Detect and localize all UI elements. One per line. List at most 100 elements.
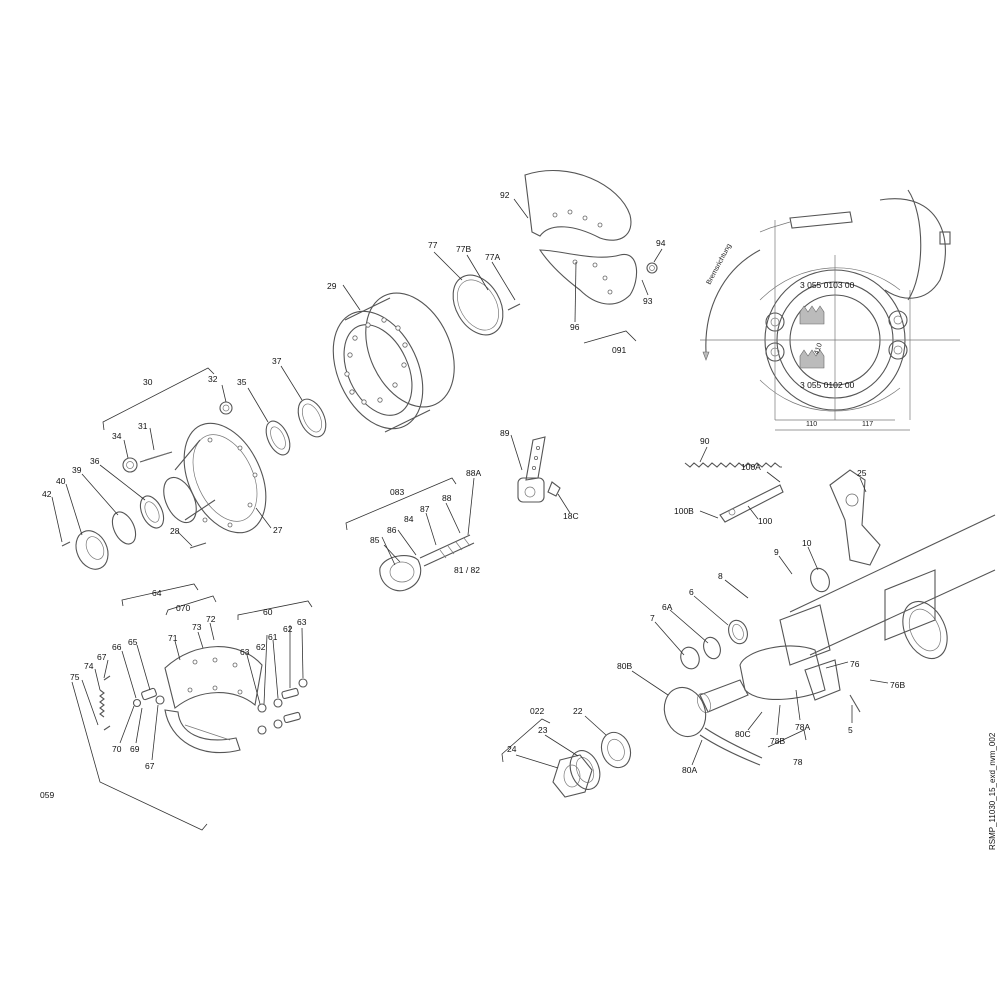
callout-7: 7 xyxy=(650,613,655,623)
axle-spindle xyxy=(697,604,841,713)
callout-070: 070 xyxy=(176,603,190,613)
callout-34: 34 xyxy=(112,431,122,441)
stud-31 xyxy=(139,451,173,463)
inset-part-number-top: 3 055 0103 00 xyxy=(800,280,855,290)
bearing-36 xyxy=(139,495,165,529)
callout-35: 35 xyxy=(237,377,247,387)
callout-100a: 100A xyxy=(741,462,761,472)
callout-059: 059 xyxy=(40,790,54,800)
wheel-hub-27 xyxy=(163,422,267,534)
callout-60: 60 xyxy=(263,607,273,617)
callout-9: 9 xyxy=(774,547,779,557)
callout-90: 90 xyxy=(700,436,710,446)
pin-28 xyxy=(189,542,207,549)
inset-dim-center: 410 xyxy=(813,342,824,355)
nut-32 xyxy=(219,401,233,415)
nut-94 xyxy=(646,262,658,274)
lever-100 xyxy=(719,484,784,523)
callout-88: 88 xyxy=(442,493,452,503)
washer-23 xyxy=(569,750,601,790)
backing-plate-92 xyxy=(524,170,638,305)
callout-76b: 76B xyxy=(890,680,905,690)
drawing-id: RSMP_11030_15_exd_nvm_002 xyxy=(988,732,997,850)
callout-64: 64 xyxy=(152,588,162,598)
callout-8: 8 xyxy=(718,571,723,581)
callout-labels: 92 77 77B 77A 94 93 96 091 29 30 32 35 3… xyxy=(40,190,905,800)
inset-dim-right: 117 xyxy=(862,421,873,428)
cam-85 xyxy=(379,555,422,592)
callout-80a: 80A xyxy=(682,765,697,775)
callout-22: 22 xyxy=(573,706,583,716)
callout-091: 091 xyxy=(612,345,626,355)
callout-67-lower: 67 xyxy=(145,761,155,771)
callout-86: 86 xyxy=(387,525,397,535)
callout-94: 94 xyxy=(656,238,666,248)
callout-62-right: 62 xyxy=(283,624,293,634)
callout-28: 28 xyxy=(170,526,180,536)
callout-84: 84 xyxy=(404,514,414,524)
ring-6a xyxy=(703,636,721,660)
callout-100: 100 xyxy=(758,516,772,526)
springs-74-75 xyxy=(99,675,111,731)
axle-beam xyxy=(789,514,996,660)
callout-78b: 78B xyxy=(770,736,785,746)
callout-77b: 77B xyxy=(456,244,471,254)
callout-39: 39 xyxy=(72,465,82,475)
callout-92: 92 xyxy=(500,190,510,200)
bushing-10 xyxy=(810,567,830,593)
callout-67-upper: 67 xyxy=(97,652,107,662)
brake-drum-29 xyxy=(332,292,455,433)
callout-65: 65 xyxy=(128,637,138,647)
callout-37: 37 xyxy=(272,356,282,366)
callout-083: 083 xyxy=(390,487,404,497)
callout-81-82: 81 / 82 xyxy=(454,565,480,575)
inset-rotation-label: Bremsrichtung xyxy=(706,243,733,286)
brake-shoe-upper-71 xyxy=(164,646,263,709)
callout-63-right: 63 xyxy=(297,617,307,627)
bracket-25 xyxy=(829,469,881,566)
bolt-5 xyxy=(849,694,861,713)
callout-61: 61 xyxy=(268,632,278,642)
callout-30: 30 xyxy=(143,377,153,387)
rollers-62-63 xyxy=(257,678,308,735)
brake-shoe-lower xyxy=(164,709,241,754)
camshaft-81-82 xyxy=(419,534,475,567)
callout-72: 72 xyxy=(206,614,216,624)
callout-93: 93 xyxy=(643,296,653,306)
callout-80b: 80B xyxy=(617,661,632,671)
callout-78a: 78A xyxy=(795,722,810,732)
screw-42 xyxy=(61,541,71,547)
callout-63-left: 63 xyxy=(240,647,250,657)
callout-6a: 6A xyxy=(662,602,673,612)
callout-88a: 88A xyxy=(466,468,481,478)
callout-5: 5 xyxy=(848,725,853,735)
seal-37 xyxy=(297,398,327,438)
callout-70: 70 xyxy=(112,744,122,754)
callout-42: 42 xyxy=(42,489,52,499)
callout-6: 6 xyxy=(689,587,694,597)
gasket-39 xyxy=(111,511,137,545)
callout-73: 73 xyxy=(192,622,202,632)
callout-23: 23 xyxy=(538,725,548,735)
callout-66: 66 xyxy=(112,642,122,652)
callout-76: 76 xyxy=(850,659,860,669)
callout-32: 32 xyxy=(208,374,218,384)
callout-71: 71 xyxy=(168,633,178,643)
callout-18c: 18C xyxy=(563,511,579,521)
inset-dim-left: 110 xyxy=(806,421,817,428)
nut-34 xyxy=(122,457,138,473)
callout-62-left: 62 xyxy=(256,642,266,652)
ring-77 xyxy=(452,274,504,336)
pin-65-66 xyxy=(132,687,165,708)
callout-80c: 80C xyxy=(735,729,751,739)
bearing-35 xyxy=(265,420,291,456)
callout-85: 85 xyxy=(370,535,380,545)
callout-24: 24 xyxy=(507,744,517,754)
nut-24 xyxy=(552,754,593,798)
hub-cap-40 xyxy=(75,530,109,570)
callout-27: 27 xyxy=(273,525,283,535)
slack-adjuster-89 xyxy=(517,436,561,503)
callout-77: 77 xyxy=(428,240,438,250)
callout-36: 36 xyxy=(90,456,100,466)
